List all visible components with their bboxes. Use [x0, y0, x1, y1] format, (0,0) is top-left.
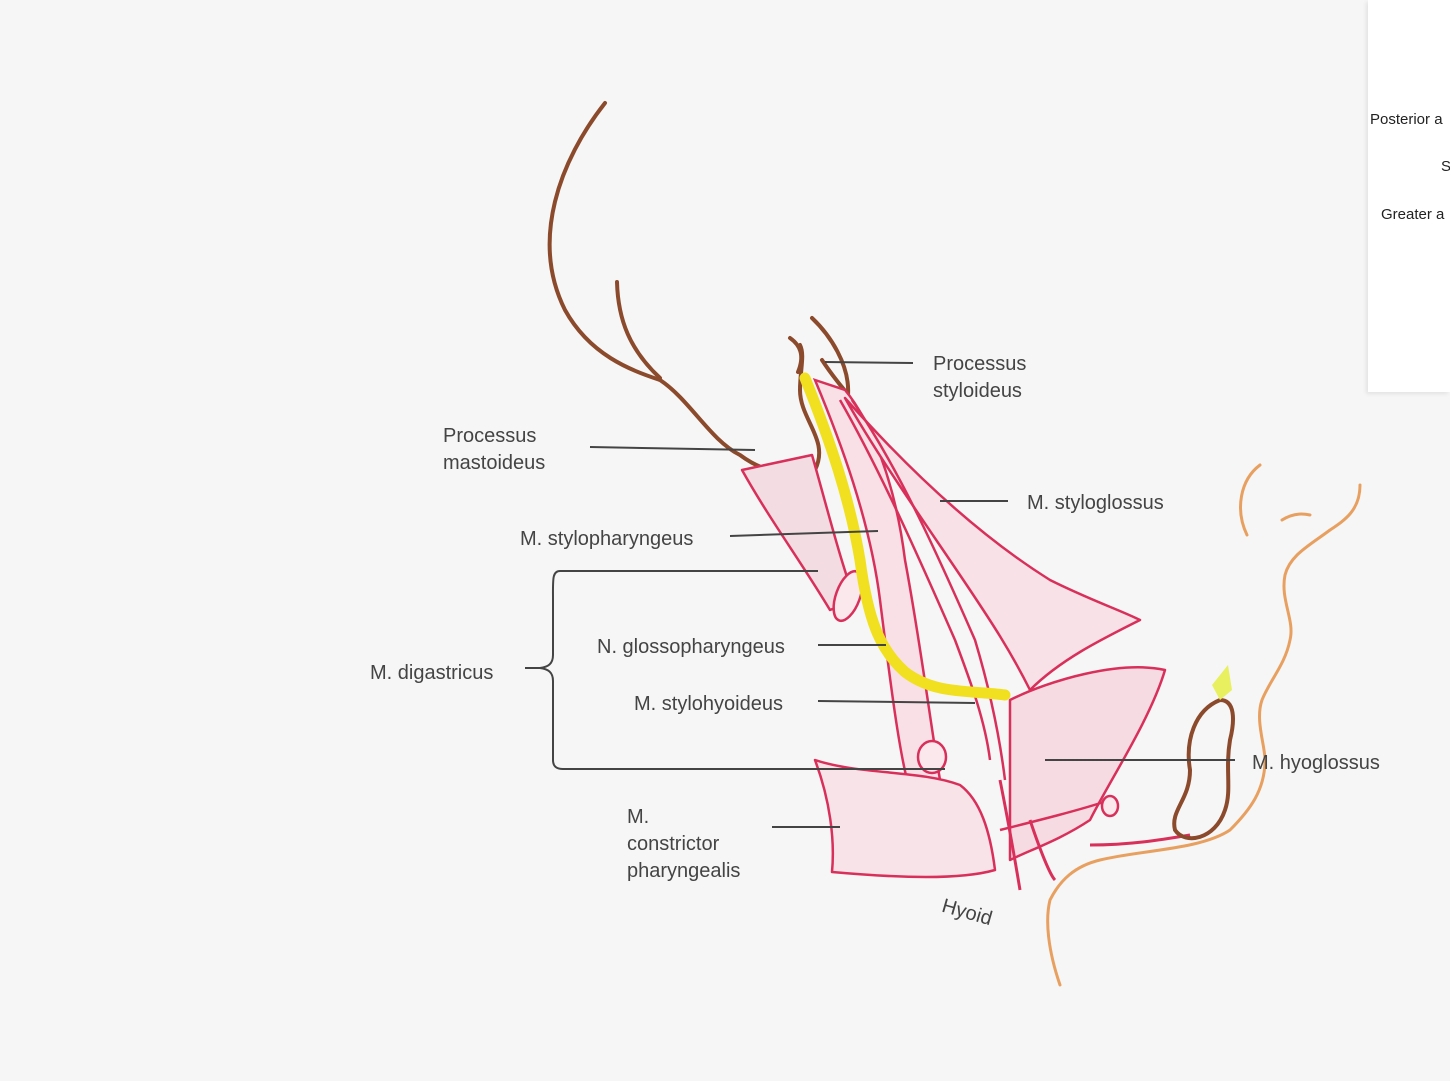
inset-label-s: S [1441, 158, 1450, 175]
inset-panel: Posterior a S Greater a [1368, 0, 1450, 392]
label-m-styloglossus: M. styloglossus [1027, 490, 1164, 517]
yellow-mark [1212, 665, 1232, 700]
label-n-glossopharyngeus: N. glossopharyngeus [597, 634, 785, 661]
inset-label-posterior: Posterior a [1370, 111, 1443, 128]
label-m-constrictor-pharyngealis: M. constrictor pharyngealis [627, 804, 740, 885]
tongue-loop [1174, 700, 1233, 838]
skull-outline [550, 103, 848, 474]
inset-label-greater: Greater a [1381, 206, 1444, 223]
label-processus-mastoideus: Processus mastoideus [443, 423, 545, 477]
label-m-digastricus: M. digastricus [370, 660, 493, 687]
label-m-stylopharyngeus: M. stylopharyngeus [520, 526, 693, 553]
label-m-stylohyoideus: M. stylohyoideus [634, 691, 783, 718]
label-m-hyoglossus: M. hyoglossus [1252, 750, 1380, 777]
label-processus-styloideus: Processus styloideus [933, 351, 1026, 405]
